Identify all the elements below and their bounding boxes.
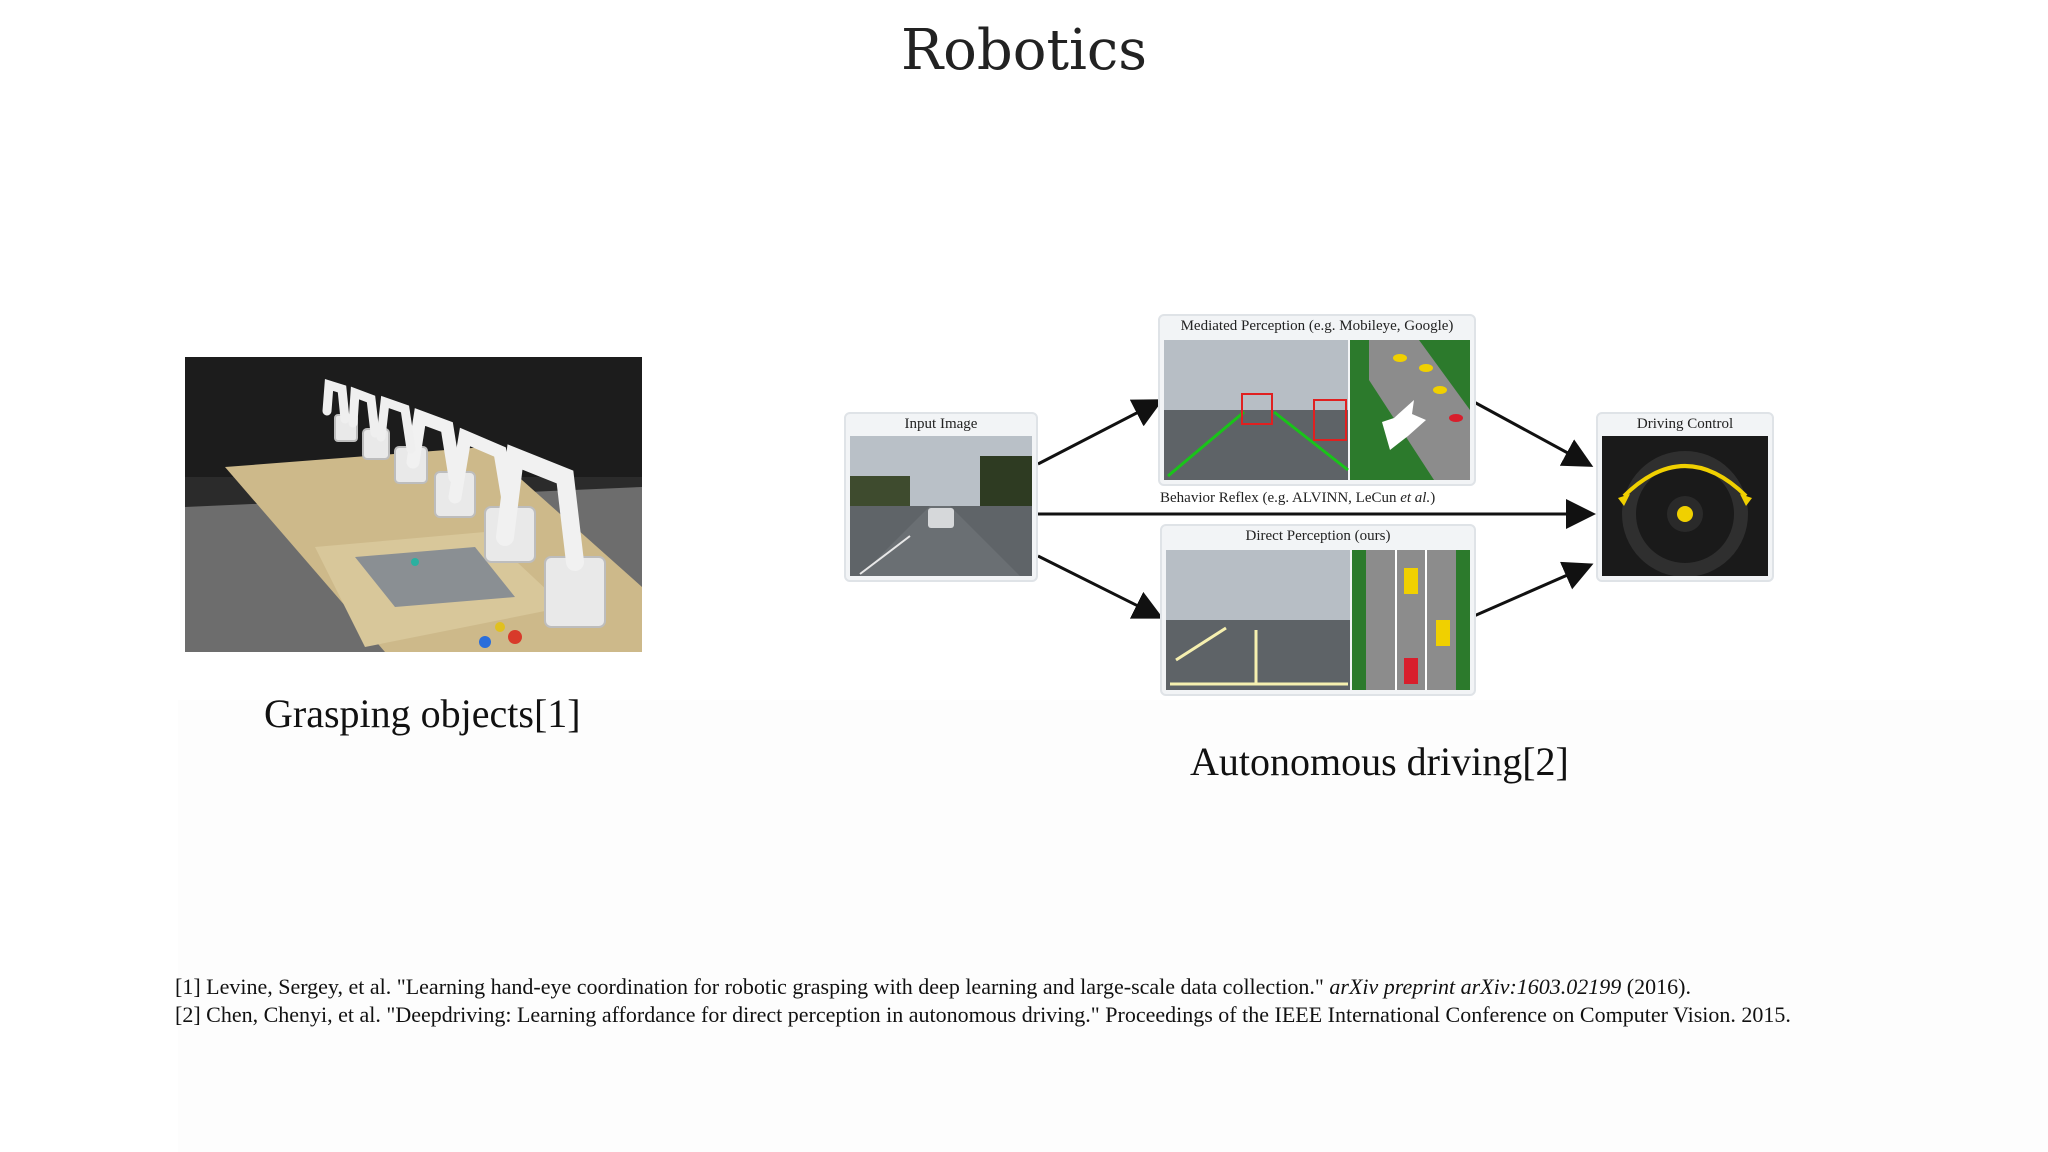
direct-perception-box: Direct Perception (ours): [1160, 524, 1476, 696]
driving-diagram: Input Image Mediated Perception (e.g. Mo…: [840, 308, 1780, 698]
driving-control-box: Driving Control: [1596, 412, 1774, 582]
references: [1] Levine, Sergey, et al. "Learning han…: [175, 973, 1825, 1029]
slide-title: Robotics: [901, 18, 1147, 83]
driving-control-label: Driving Control: [1636, 416, 1734, 432]
behavior-reflex-close: ): [1430, 490, 1436, 506]
content-background: [178, 700, 2048, 1152]
reference-1-text: [1] Levine, Sergey, et al. "Learning han…: [175, 974, 1330, 999]
behavior-reflex-label: Behavior Reflex (e.g. ALVINN, LeCun et a…: [1160, 490, 1435, 507]
mediated-perception-image: [1164, 340, 1470, 480]
mediated-perception-box: Mediated Perception (e.g. Mobileye, Goog…: [1158, 314, 1476, 486]
direct-perception-image: [1166, 550, 1470, 690]
behavior-reflex-text: Behavior Reflex (e.g. ALVINN, LeCun: [1160, 490, 1401, 506]
grasping-caption: Grasping objects[1]: [264, 691, 581, 736]
reference-2: [2] Chen, Chenyi, et al. "Deepdriving: L…: [175, 1002, 1791, 1027]
input-image-label: Input Image: [904, 416, 978, 432]
input-image-box: Input Image: [844, 412, 1038, 582]
robot-arms-photo: [185, 357, 642, 652]
driving-caption: Autonomous driving[2]: [1190, 739, 1569, 784]
mediated-perception-label: Mediated Perception (e.g. Mobileye, Goog…: [1180, 318, 1454, 334]
steering-wheel-image: [1602, 436, 1768, 576]
reference-1: [1] Levine, Sergey, et al. "Learning han…: [175, 973, 1825, 1001]
reference-1-venue: arXiv preprint arXiv:1603.02199: [1329, 974, 1622, 999]
direct-perception-label: Direct Perception (ours): [1245, 528, 1391, 544]
road-scene-image: [850, 436, 1032, 576]
reference-1-year: (2016).: [1621, 974, 1691, 999]
behavior-reflex-etal: et al.: [1400, 490, 1431, 506]
